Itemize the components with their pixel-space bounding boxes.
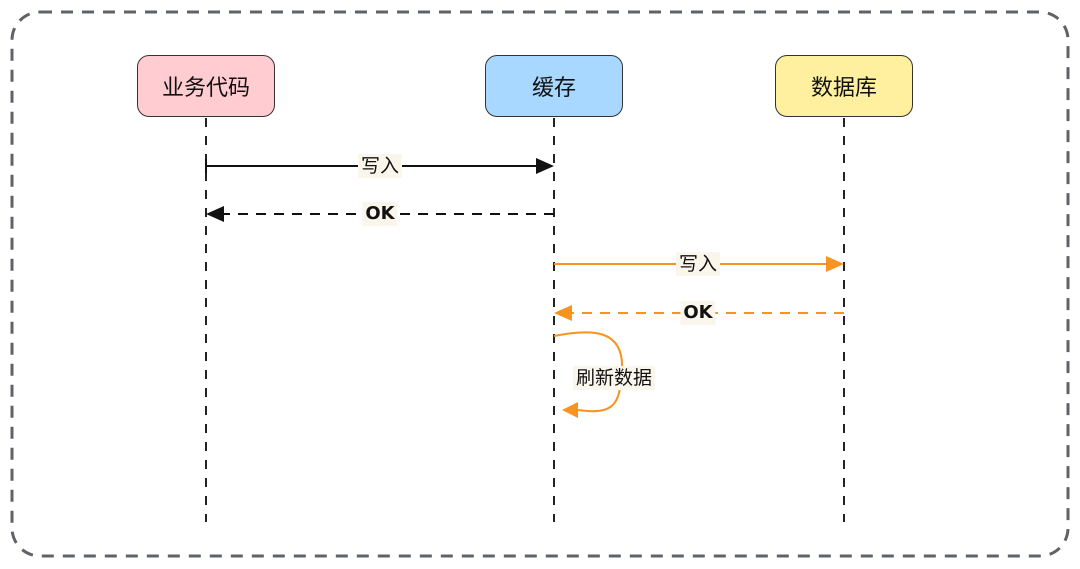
actor-database-label: 数据库 [810, 76, 877, 101]
message-label-ok-from-cache: OK [362, 202, 398, 226]
message-label-write-to-cache: 写入 [357, 154, 403, 178]
message-label-write-to-db: 写入 [675, 252, 721, 276]
actor-business-code-label: 业务代码 [161, 76, 250, 101]
actor-database[interactable]: 数据库 [775, 55, 913, 117]
outer-frame-border [10, 10, 1070, 558]
message-label-refresh-data: 刷新数据 [572, 366, 656, 390]
message-1-arrowhead [206, 206, 224, 222]
message-0-arrowhead [536, 158, 554, 174]
actor-cache-label: 缓存 [531, 76, 576, 101]
message-label-ok-from-db: OK [680, 301, 716, 325]
actor-cache[interactable]: 缓存 [485, 55, 623, 117]
message-3-arrowhead [554, 305, 572, 321]
self-message-arrowhead [562, 402, 578, 418]
message-2-arrowhead [826, 256, 844, 272]
actor-business-code[interactable]: 业务代码 [137, 55, 275, 117]
